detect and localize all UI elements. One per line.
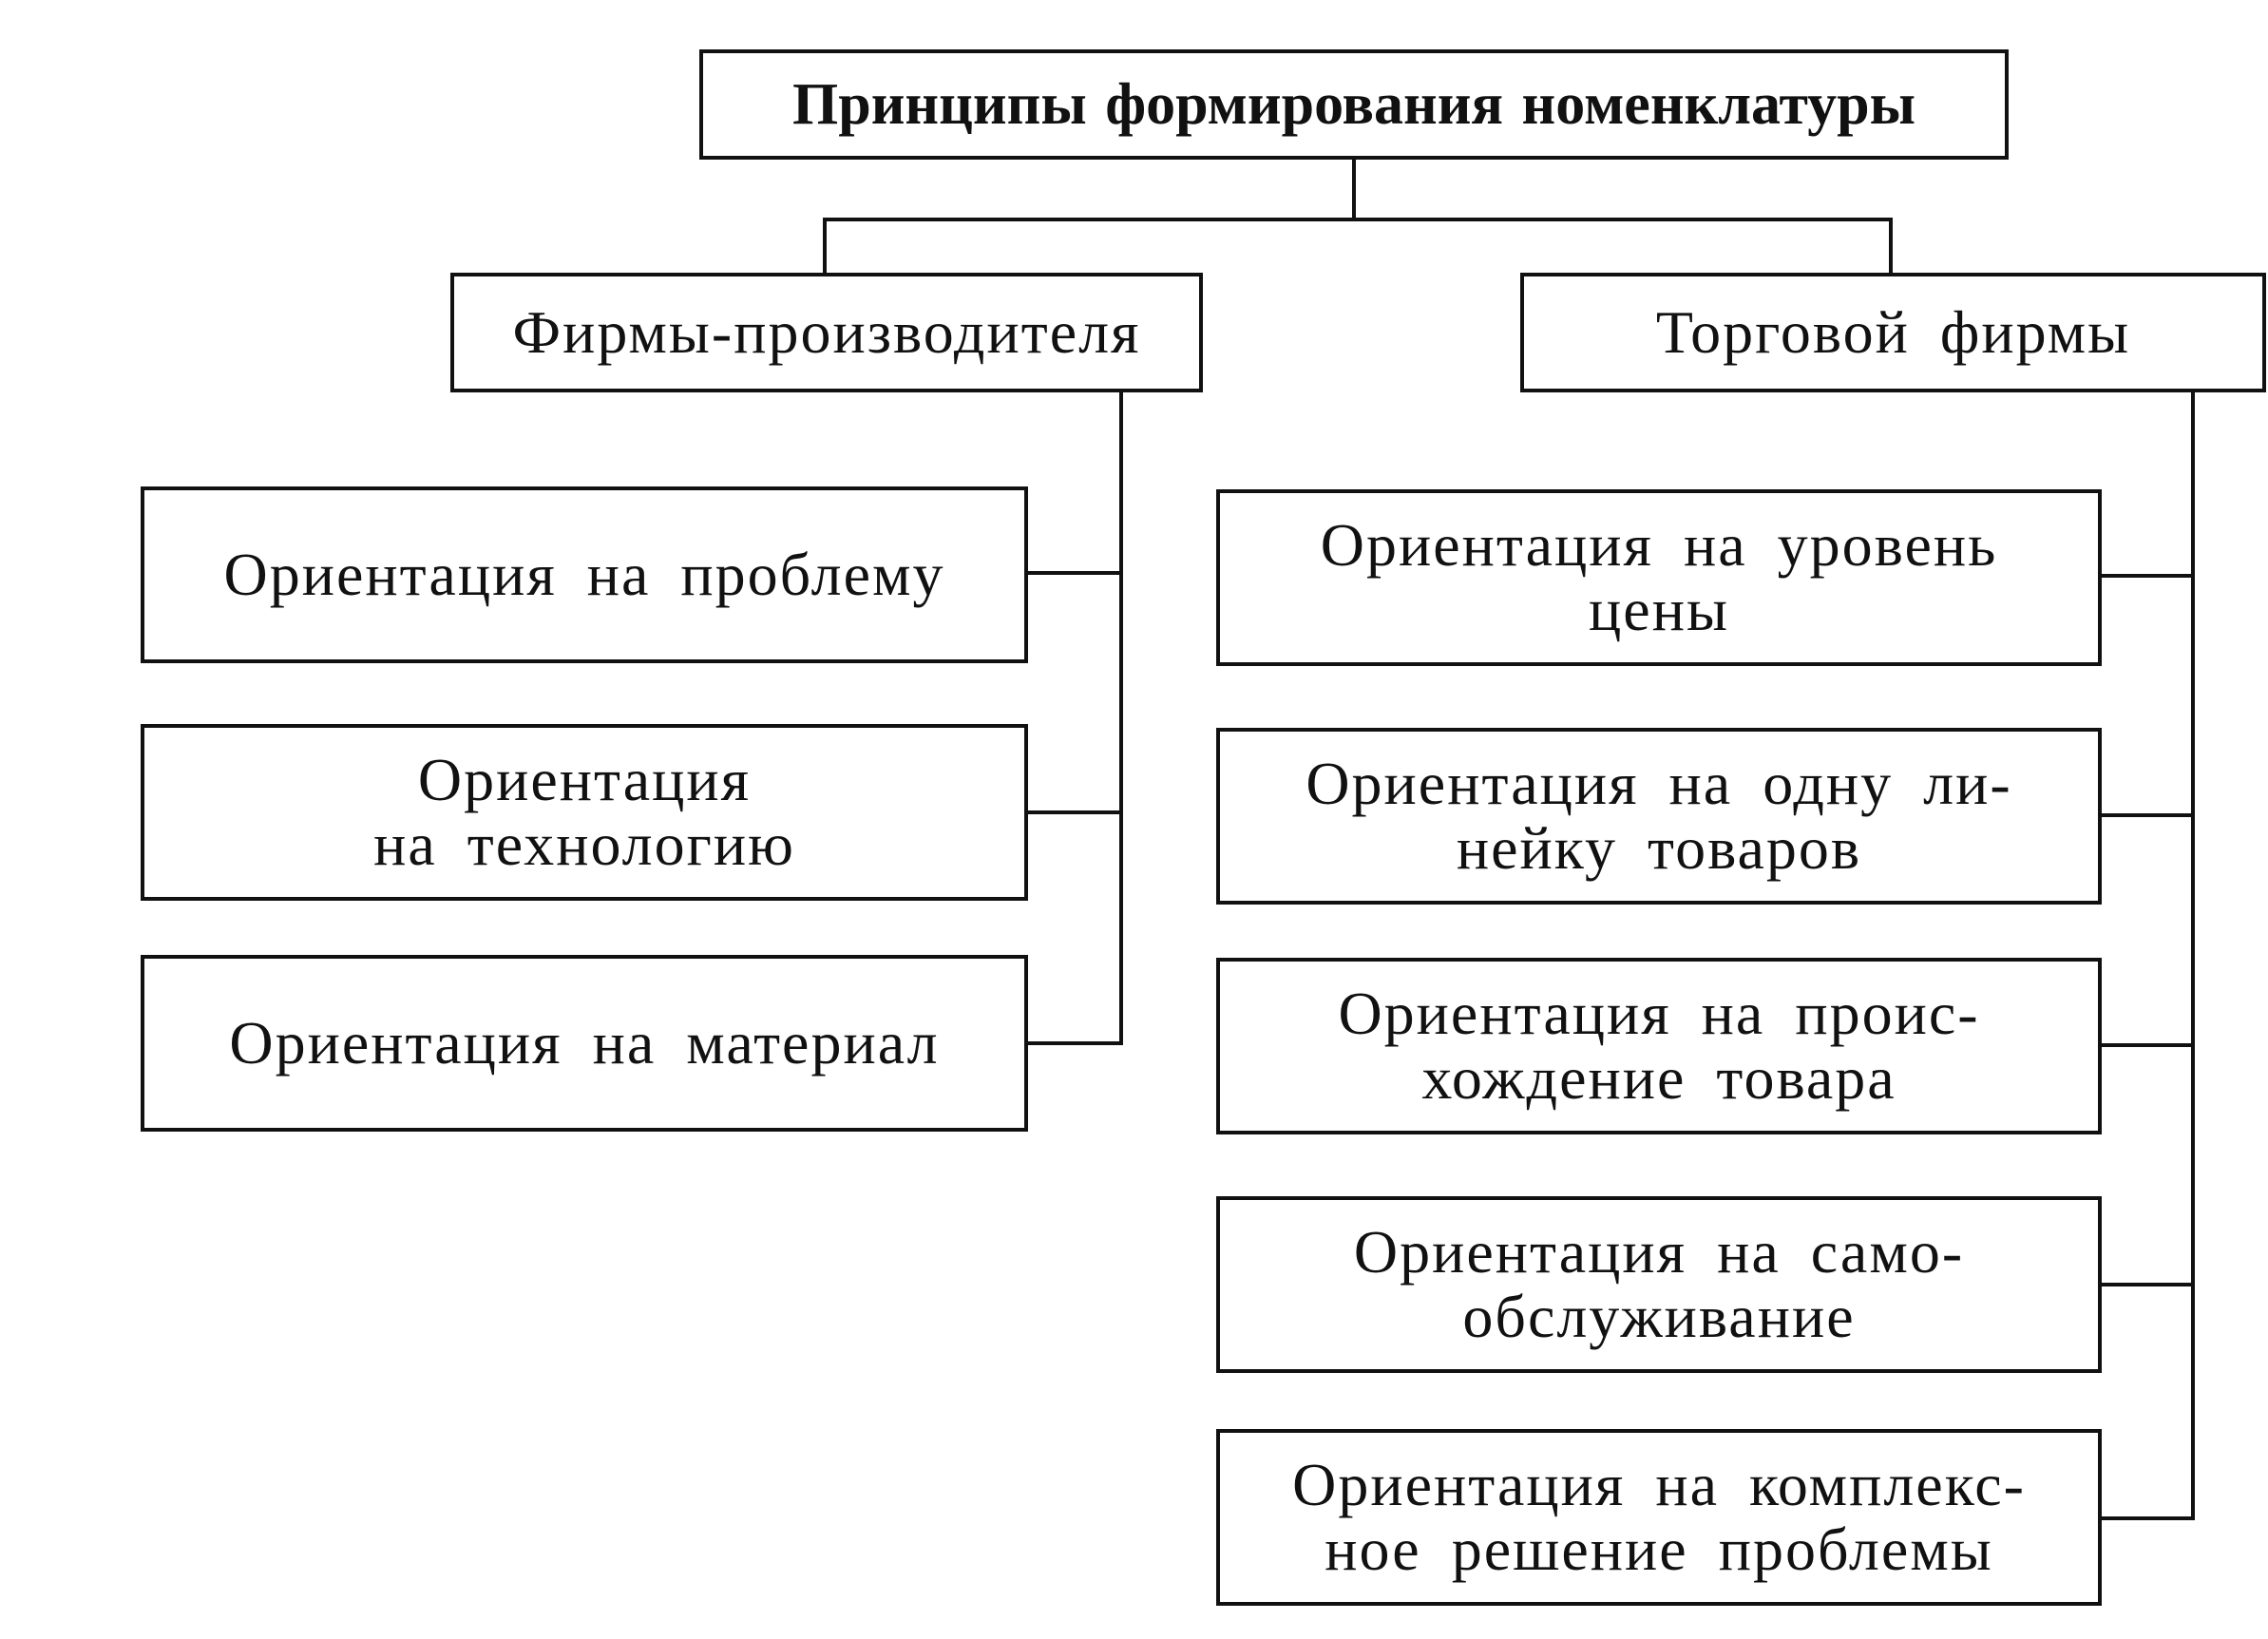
leaf-node-label: Ориентация на одну ли- нейку товаров xyxy=(1306,750,2012,882)
branch-node-trading-firm: Торговой фирмы xyxy=(1520,273,2266,392)
leaf-node-product-origin: Ориентация на проис- хождение товара xyxy=(1216,958,2102,1134)
branch-node-manufacturer: Фирмы-производителя xyxy=(450,273,1203,392)
leaf-node-label: Ориентация на материал xyxy=(229,1009,940,1077)
leaf-node-label: Ориентация на комплекс- ное решение проб… xyxy=(1292,1451,2026,1583)
leaf-node-price-level: Ориентация на уровень цены xyxy=(1216,489,2102,666)
leaf-node-label: Ориентация на технологию xyxy=(373,746,795,878)
root-node-label: Принципы формирования номенклатуры xyxy=(792,71,1915,137)
branch-node-label: Фирмы-производителя xyxy=(512,298,1141,366)
leaf-node-label: Ориентация на проблему xyxy=(223,541,945,608)
root-node: Принципы формирования номенклатуры xyxy=(699,49,2009,160)
leaf-node-product-line: Ориентация на одну ли- нейку товаров xyxy=(1216,728,2102,905)
leaf-node-label: Ориентация на само- обслуживание xyxy=(1353,1218,1965,1350)
leaf-node-problem: Ориентация на проблему xyxy=(141,486,1028,663)
branch-node-label: Торговой фирмы xyxy=(1655,298,2131,366)
leaf-node-self-service: Ориентация на само- обслуживание xyxy=(1216,1196,2102,1373)
leaf-node-material: Ориентация на материал xyxy=(141,955,1028,1132)
leaf-node-label: Ориентация на уровень цены xyxy=(1320,511,1998,643)
leaf-node-label: Ориентация на проис- хождение товара xyxy=(1338,980,1980,1112)
leaf-node-complex-solution: Ориентация на комплекс- ное решение проб… xyxy=(1216,1429,2102,1606)
leaf-node-technology: Ориентация на технологию xyxy=(141,724,1028,901)
